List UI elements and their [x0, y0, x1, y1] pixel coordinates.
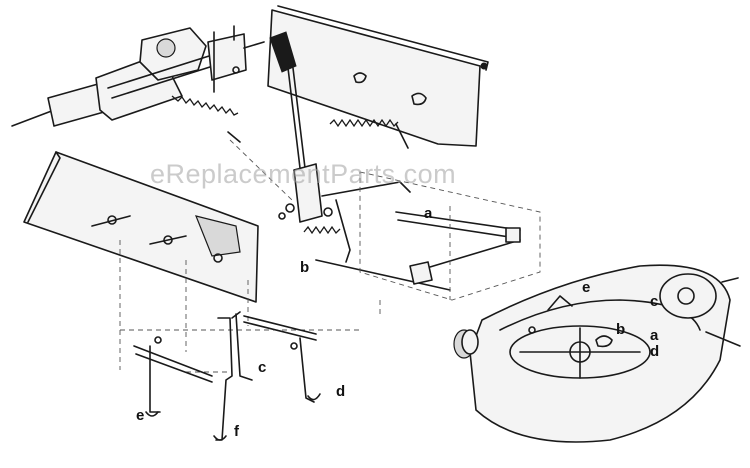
lift-lever — [269, 31, 323, 223]
callout-b-deck: b — [616, 321, 625, 338]
callout-e-lower: e — [136, 407, 144, 424]
callout-e-deck: e — [582, 279, 590, 296]
panel-guides — [119, 240, 360, 373]
callout-a-upper: a — [424, 205, 433, 222]
callout-a-deck: a — [650, 327, 659, 344]
callout-f-lower: f — [234, 423, 240, 440]
lever-spring — [329, 118, 409, 149]
mower-deck — [453, 264, 741, 443]
callout-d-lower: d — [336, 383, 345, 400]
watermark-text: eReplacementParts.com — [150, 159, 457, 189]
callout-c-deck: c — [650, 293, 658, 310]
transmission-assembly — [11, 25, 265, 127]
lower-spring — [303, 225, 341, 235]
linkage-rods-upper — [278, 181, 521, 291]
transmission-spring — [171, 95, 293, 201]
callout-d-deck: d — [650, 343, 659, 360]
guide-outline — [359, 171, 541, 316]
callout-b-upper: b — [300, 259, 309, 276]
side-panel — [23, 151, 259, 303]
callout-c-lower: c — [258, 359, 266, 376]
lower-linkage — [133, 311, 321, 441]
frame-panel — [267, 5, 489, 147]
callout-labels: a b c d e f e c b a d — [136, 205, 659, 440]
